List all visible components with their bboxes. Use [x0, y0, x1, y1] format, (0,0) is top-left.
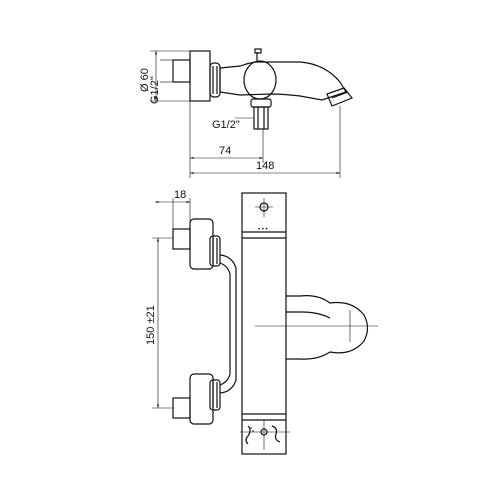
outlet-pipe: [253, 106, 269, 130]
dim-74-label: 74: [219, 145, 231, 157]
bracket-cap: [209, 62, 221, 98]
front-view: 18 • • •: [145, 189, 378, 455]
dim-18-label: 18: [174, 189, 186, 201]
thermostat-body: [241, 192, 287, 455]
inlet-thread-label: G1/2": [149, 76, 161, 104]
wall-bracket: [189, 50, 211, 102]
mixer-body: [219, 61, 347, 101]
spout-outlet: [326, 87, 353, 107]
diameter-label: Ø 60: [139, 68, 151, 92]
diverter-knob: [243, 60, 277, 100]
dim-150-label: 150 ±21: [145, 305, 157, 345]
outlet-nut: [250, 98, 272, 108]
spout-icon: [271, 425, 281, 443]
dim-148-label: 148: [256, 160, 274, 172]
bridge-outer: [219, 254, 237, 394]
scale-marks: • • •: [258, 227, 268, 233]
hand-shower-icon: [245, 425, 254, 445]
diverter-center: [260, 428, 268, 436]
bottom-inlet-pipe: [172, 397, 191, 419]
inlet-pipe: [172, 59, 191, 83]
spout-side: [286, 295, 369, 360]
top-inlet-pipe: [172, 228, 191, 250]
top-view: Ø 60 G1/2" G1/2" 74 148: [139, 48, 353, 178]
outlet-thread-label: G1/2": [212, 119, 240, 131]
